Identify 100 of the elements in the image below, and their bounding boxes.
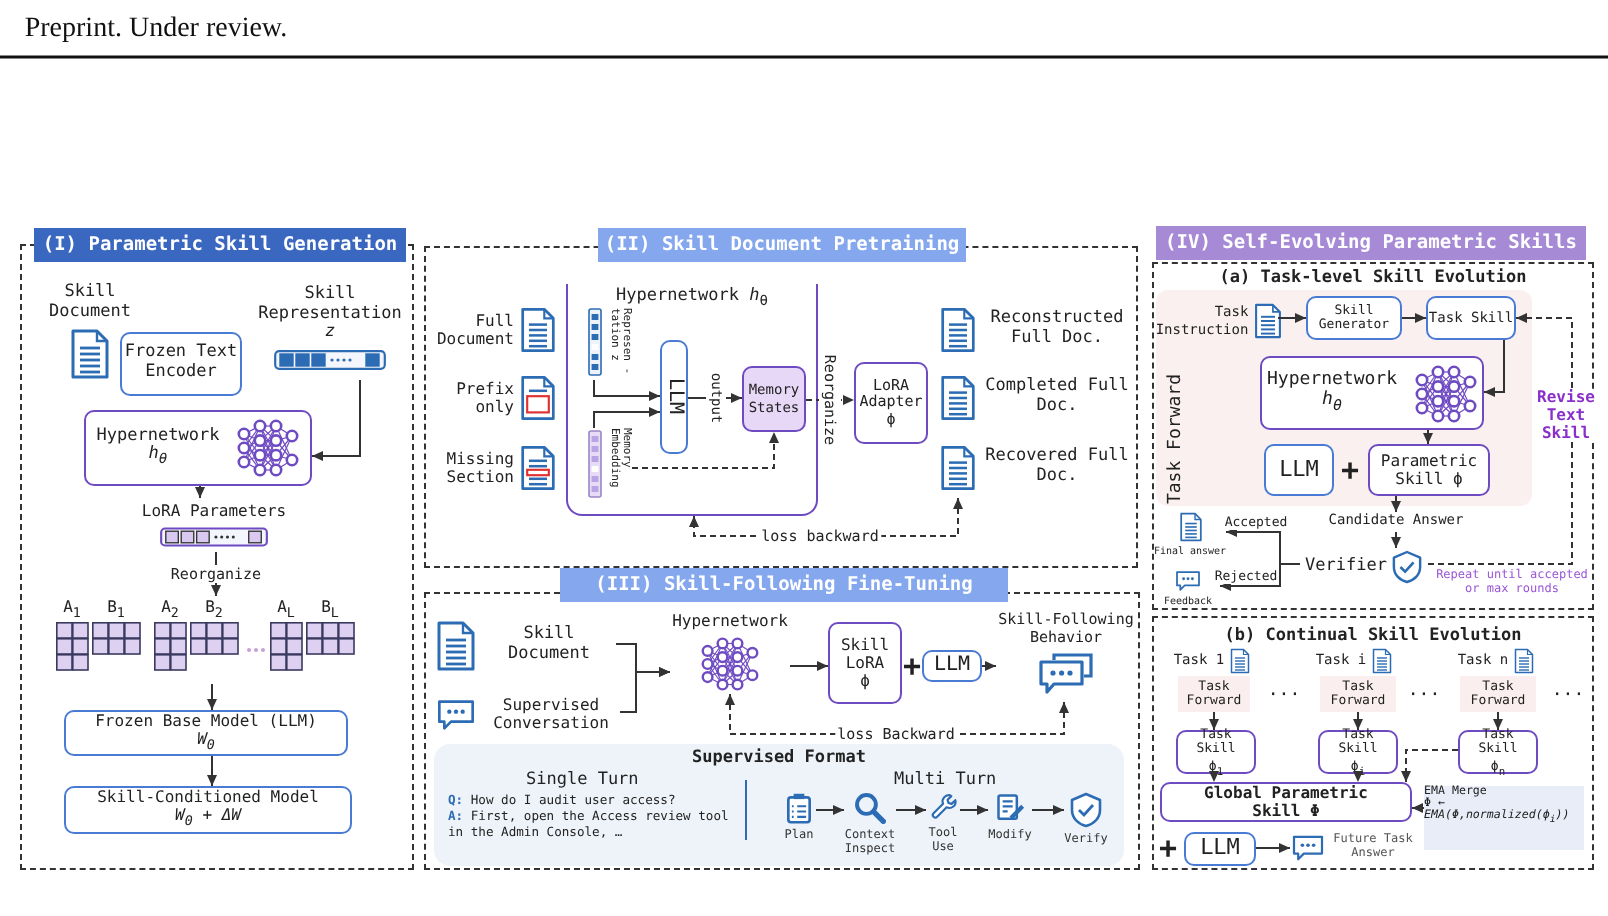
node-label: Hypernetwork [672,611,788,631]
column-heading: Single Turn [526,770,639,790]
node-label: Skill Document [506,626,592,666]
panel-title: (I) Parametric Skill Generation [34,228,406,262]
merge-box [1424,786,1584,850]
node-label: LoRA Parameters [141,501,287,521]
skill-box [1318,730,1398,774]
adapter-box [854,362,928,444]
node-label: Verifier [1305,557,1387,577]
arrow [1411,803,1425,813]
llm-box [1264,444,1334,496]
arrow [593,407,661,429]
arrow [1391,495,1401,513]
matrix-label: B$_{L}$ [319,598,341,622]
hypernetwork-box [1260,356,1484,430]
arrow [593,379,661,401]
arrow [1353,771,1363,783]
arrow [1255,843,1291,853]
node-label: Parametric Skill ϕ [1378,451,1480,489]
arrow [1277,313,1307,323]
global-skill-box [1160,782,1412,822]
arrow [1427,313,1573,565]
node-label: Recovered Full Doc. [983,448,1131,488]
arrow [981,661,997,671]
node-label: Supervised Conversation [491,695,611,733]
frame-title: Hypernetwork h$_{θ}$ [616,286,768,310]
node-label: LLM [1279,457,1319,483]
node-label: Completed Full Doc. [983,378,1131,418]
llm-box [660,340,688,454]
node-label: Skill-Conditioned Model [97,788,319,807]
arrow [1401,749,1459,783]
arrow [789,661,829,671]
adapter-box [828,622,902,704]
arrow [1031,805,1065,815]
node-label: Frozen Text Encoder [122,344,240,384]
encoder-box [120,332,242,396]
arrow [207,755,217,787]
arrow [1209,771,1219,783]
matrix-label: A$_{2}$ [159,598,181,622]
edge-label: Revise Text Skill [1533,389,1599,443]
node-label: W$_{0}$ [197,729,215,755]
node-label: Hypernetwork [1266,370,1398,391]
node-label: Global Parametric Skill Φ [1202,783,1370,821]
arrow [1483,339,1505,397]
skill-box [1458,730,1538,774]
panel-frame [1152,262,1594,610]
arrow [1353,711,1363,731]
ellipsis: ··· [1267,686,1301,706]
stage-box [1178,676,1250,712]
node-label: h$_{θ}$ [148,446,168,469]
model-box [64,786,352,834]
arrow [1391,531,1401,549]
skill-box [1176,730,1256,774]
hypernetwork-box [84,410,312,486]
model-box [64,710,348,756]
node-label: LLM [933,654,971,678]
node-label: Task Forward [1166,374,1187,505]
arrow [311,379,361,461]
ellipsis: ··· [1551,686,1585,706]
node-label: Skill Document [47,283,133,323]
skill-box [1426,296,1516,340]
stage-background [1156,290,1532,506]
section-title: (b) Continual Skill Evolution [1224,626,1522,646]
arrow [1209,711,1219,731]
panel-title: (III) Skill-Following Fine-Tuning [560,568,1008,602]
stage-box [1460,676,1536,712]
node-label: h$_{θ}$ [1320,390,1344,416]
memory-box [742,366,806,432]
llm-box [1184,832,1256,866]
arrow [805,395,855,405]
node-label: LLM [1200,836,1240,862]
node-label: W$_{0}$ + ΔW [175,806,241,832]
arrow [631,431,779,469]
plus-sign: + [1340,452,1360,488]
llm-box [922,650,982,682]
node-label: Hypernetwork [96,427,220,446]
node-label: ϕ [860,672,870,691]
arrow [895,805,927,815]
arrow [1493,711,1503,731]
panel-title: (IV) Self-Evolving Parametric Skills [1156,226,1586,260]
matrix-label: A$_{L}$ [275,598,297,622]
stage-box [1320,676,1396,712]
panel-frame [1152,616,1594,870]
arrow [195,485,205,499]
header-text: Preprint. Under review. [24,14,288,46]
ellipsis: ··· [1407,686,1441,706]
column-heading: Multi Turn [894,770,997,790]
matrix-label: B$_{2}$ [203,598,225,622]
arrow [1423,429,1433,445]
hypernetwork-frame [566,284,818,516]
panel-title: (II) Skill Document Pretraining [598,228,966,262]
arrow [815,805,845,815]
section-title: (a) Task-level Skill Evolution [1219,268,1527,288]
arrow [1401,313,1427,323]
node-label: z [322,324,338,345]
plus-sign: + [902,648,922,684]
arrow [207,683,217,711]
node-label: Full Document [434,311,514,349]
format-title: Supervised Format [692,748,866,768]
plus-sign: + [1158,830,1178,866]
